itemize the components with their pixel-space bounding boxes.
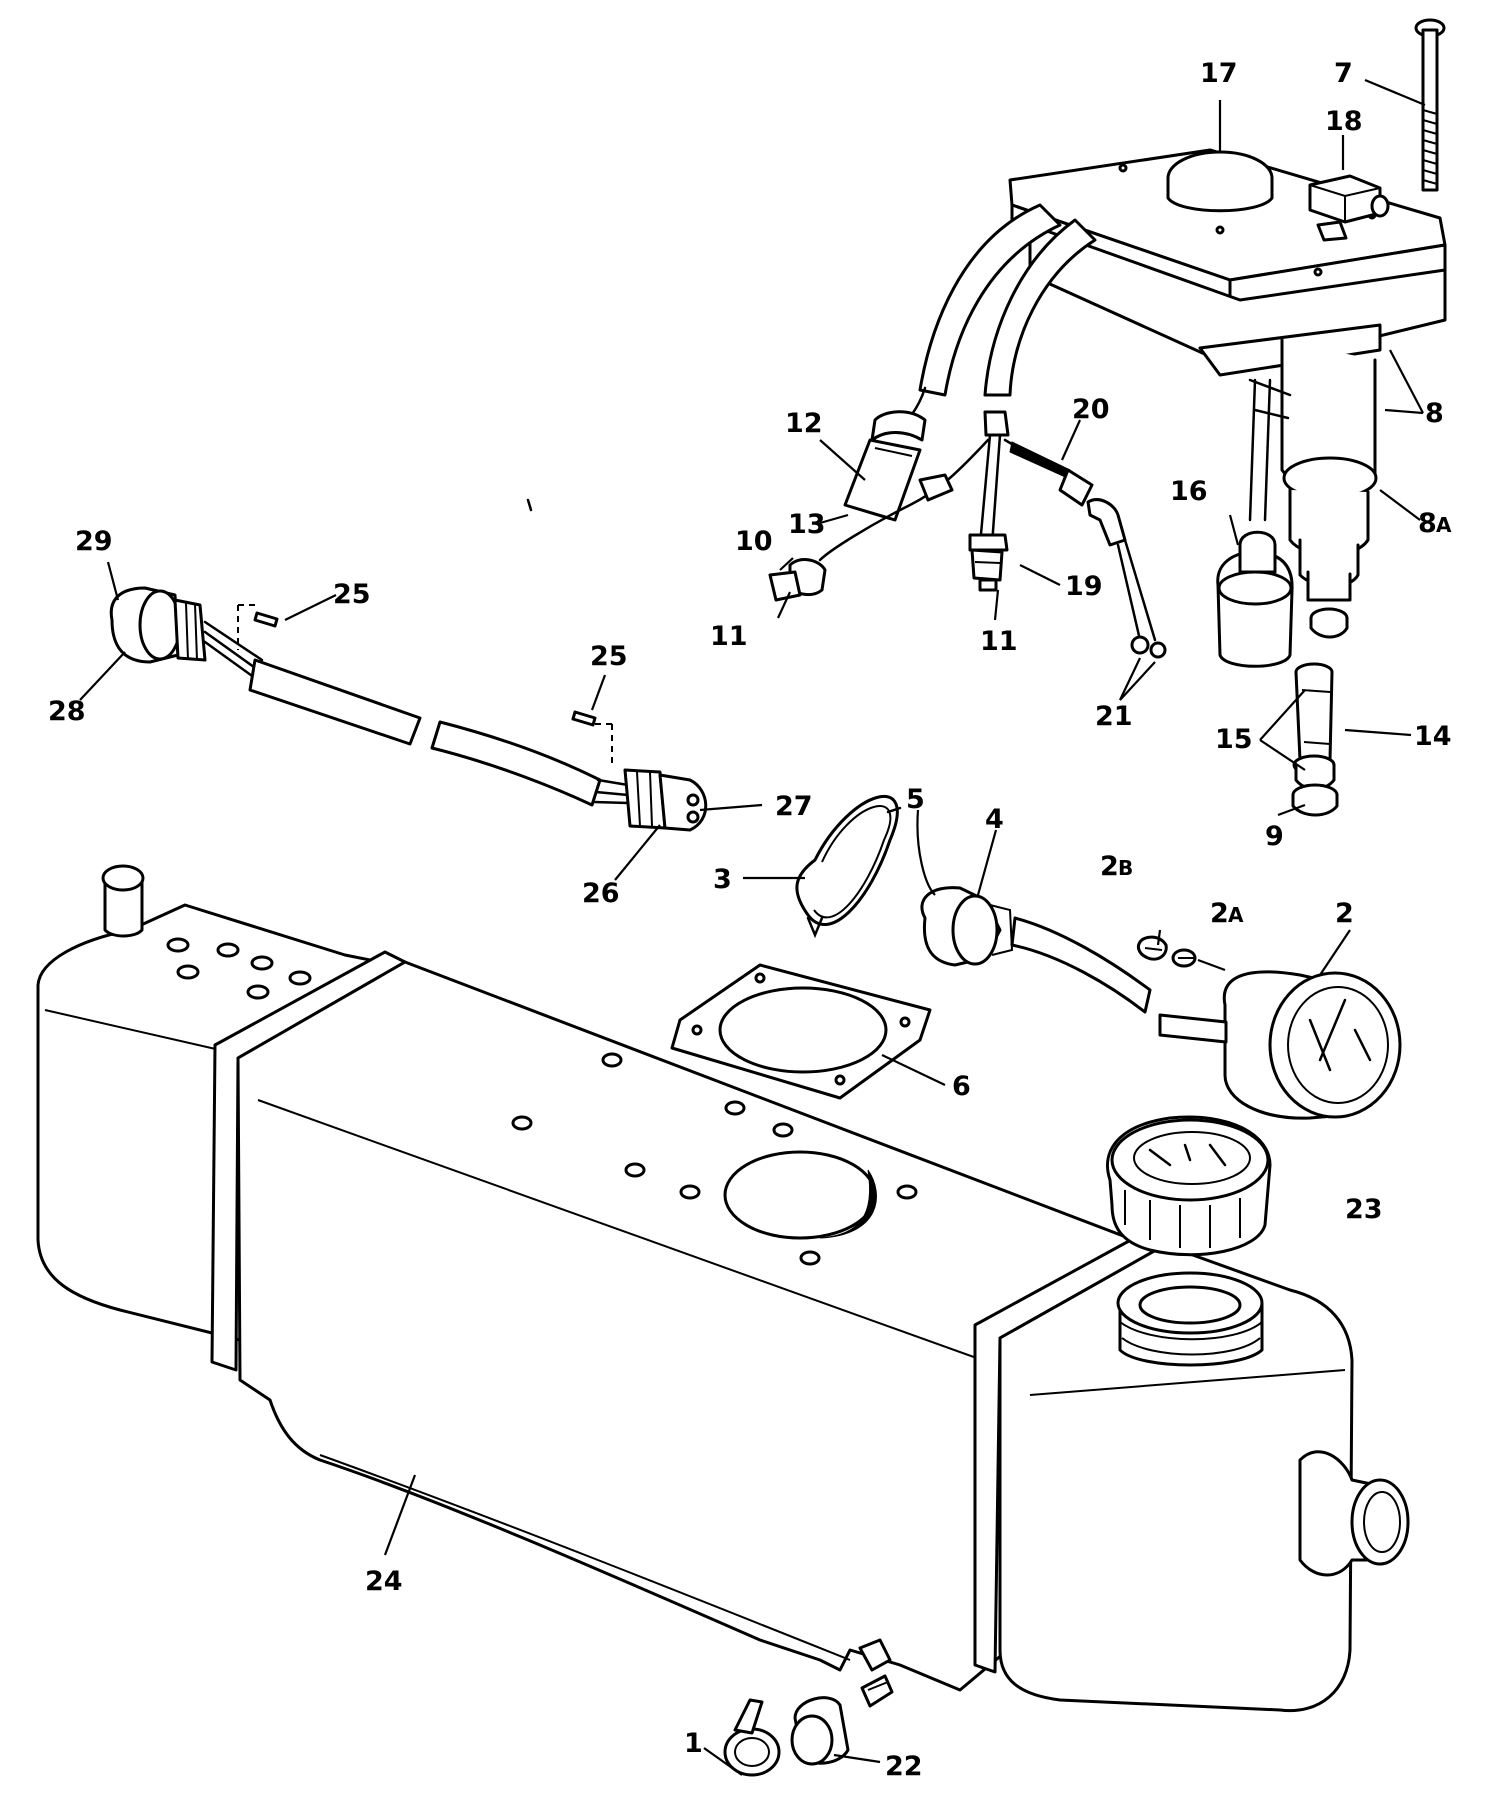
callout-8: 8 bbox=[1425, 398, 1444, 429]
callout-3: 3 bbox=[713, 864, 732, 895]
fuel-gauge bbox=[1158, 970, 1402, 1120]
stray-mark bbox=[526, 498, 533, 512]
callout-7: 7 bbox=[1334, 58, 1353, 89]
callout-12: 12 bbox=[785, 408, 823, 439]
sender-harness-plug bbox=[843, 386, 927, 522]
callout-25a: 25 bbox=[590, 641, 628, 672]
retaining-ring bbox=[795, 794, 902, 939]
callout-18: 18 bbox=[1325, 106, 1363, 137]
callout-8a-suffix: A bbox=[1436, 513, 1452, 537]
callout-5: 5 bbox=[906, 784, 925, 815]
callout-4: 4 bbox=[985, 804, 1004, 835]
callout-1: 1 bbox=[684, 1728, 703, 1759]
callout-labels: 1 22 24 23 6 2 2 A 2 B 3 5 4 26 27 25 25… bbox=[48, 58, 1452, 1782]
callout-21: 21 bbox=[1095, 701, 1133, 732]
callout-15: 15 bbox=[1215, 724, 1253, 755]
callout-2b-suffix: B bbox=[1118, 856, 1133, 880]
callout-6: 6 bbox=[952, 1071, 971, 1102]
gauge-bulb bbox=[1171, 948, 1197, 968]
callout-2a: 2 bbox=[1210, 898, 1229, 929]
callout-14: 14 bbox=[1414, 721, 1452, 752]
callout-20: 20 bbox=[1072, 394, 1110, 425]
callout-2b: 2 bbox=[1100, 851, 1119, 882]
callout-11a: 11 bbox=[710, 621, 748, 652]
callout-16: 16 bbox=[1170, 476, 1208, 507]
callout-9: 9 bbox=[1265, 821, 1284, 852]
callout-11b: 11 bbox=[980, 626, 1018, 657]
drain-cap bbox=[790, 1696, 850, 1766]
callout-2: 2 bbox=[1335, 898, 1354, 929]
callout-13: 13 bbox=[788, 509, 826, 540]
sender-connector-harness bbox=[920, 886, 1152, 1014]
callout-2a-suffix: A bbox=[1228, 903, 1244, 927]
callout-25b: 25 bbox=[333, 579, 371, 610]
callout-8a: 8 bbox=[1418, 508, 1437, 539]
callout-29: 29 bbox=[75, 526, 113, 557]
ground-wire-connector bbox=[768, 410, 1167, 659]
hose-clamp bbox=[723, 1698, 781, 1777]
drain-fitting bbox=[860, 1674, 894, 1708]
gauge-nut bbox=[1136, 935, 1168, 961]
callout-27: 27 bbox=[775, 791, 813, 822]
callout-28: 28 bbox=[48, 696, 86, 727]
sender-gasket bbox=[670, 963, 932, 1100]
callout-26: 26 bbox=[582, 878, 620, 909]
extension-harness bbox=[109, 586, 708, 832]
callout-10: 10 bbox=[735, 526, 773, 557]
leader-lines bbox=[79, 78, 1426, 1776]
callout-17: 17 bbox=[1200, 58, 1238, 89]
callout-23: 23 bbox=[1345, 1194, 1383, 1225]
filler-cap bbox=[1106, 1115, 1272, 1257]
fuel-sender-assembly bbox=[918, 18, 1447, 668]
fuel-tank bbox=[36, 864, 1410, 1713]
callout-24: 24 bbox=[365, 1566, 403, 1597]
callout-19: 19 bbox=[1065, 571, 1103, 602]
pickup-tube bbox=[1291, 662, 1339, 817]
callout-22: 22 bbox=[885, 1751, 923, 1782]
